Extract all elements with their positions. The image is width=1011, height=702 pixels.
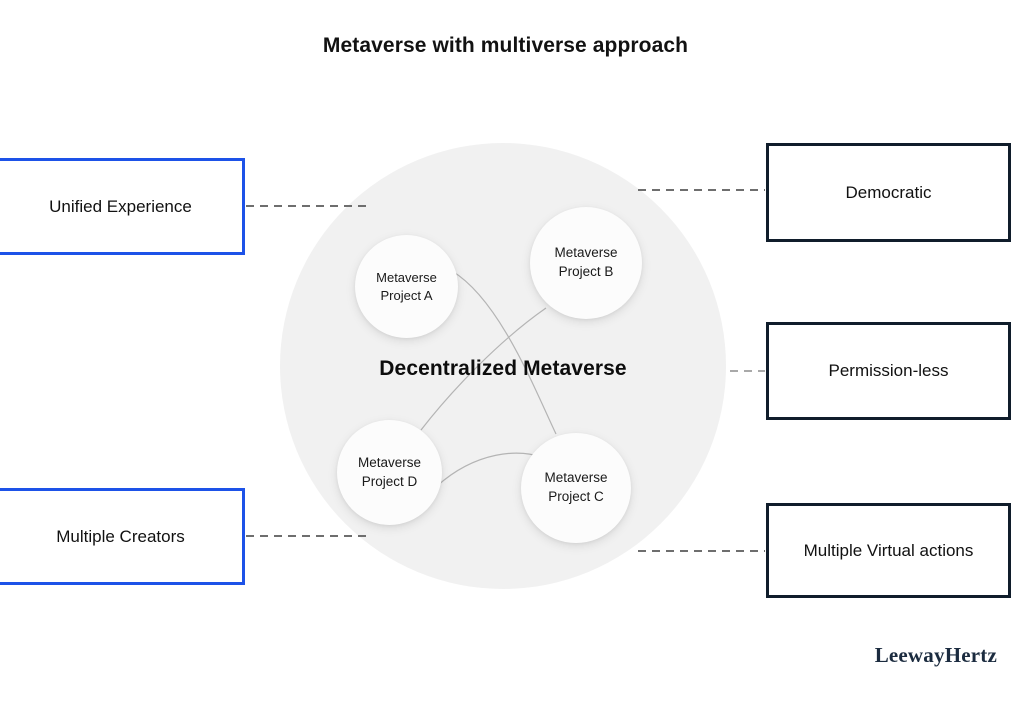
node-a-line1: Metaverse [376,269,437,285]
node-metaverse-project-a[interactable]: Metaverse Project A [355,235,458,338]
node-metaverse-project-c[interactable]: Metaverse Project C [521,433,631,543]
box-permission-less[interactable]: Permission-less [766,322,1011,420]
box-unified-experience-label: Unified Experience [49,196,192,216]
box-multiple-creators-label: Multiple Creators [56,526,185,546]
center-label: Decentralized Metaverse [379,357,627,380]
box-unified-experience[interactable]: Unified Experience [0,158,245,255]
box-democratic[interactable]: Democratic [766,143,1011,242]
node-metaverse-project-d[interactable]: Metaverse Project D [337,420,442,525]
box-permission-less-label: Permission-less [828,361,949,380]
page-title: Metaverse with multiverse approach [322,34,689,57]
brand-logo-text: LeewayHertz [874,643,997,667]
box-multiple-virtual-actions[interactable]: Multiple Virtual actions [766,503,1011,598]
box-multiple-creators[interactable]: Multiple Creators [0,488,245,585]
node-a-line2: Project A [380,287,433,303]
node-c-line1: Metaverse [544,470,608,486]
node-d-line2: Project D [361,473,418,489]
node-d-line1: Metaverse [357,454,422,470]
box-democratic-label: Democratic [845,182,932,202]
node-b-line1: Metaverse [554,245,618,261]
node-c-line2: Project C [548,489,604,504]
node-b-line2: Project B [558,264,614,279]
box-multiple-virtual-actions-label: Multiple Virtual actions [803,540,974,560]
node-metaverse-project-b[interactable]: Metaverse Project B [530,207,642,319]
